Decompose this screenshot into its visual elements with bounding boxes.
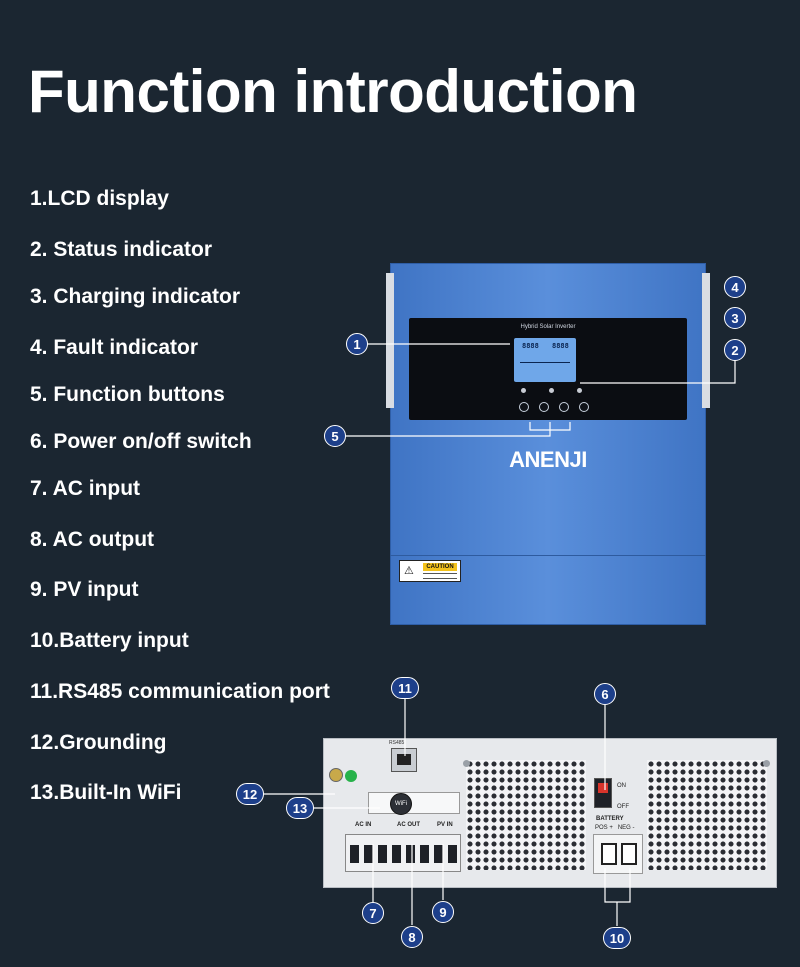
- battery-slot-positive: [601, 843, 617, 865]
- terminal-slot: [350, 845, 359, 863]
- lcd-graphic: [520, 362, 570, 375]
- ac-in-label: AC IN: [355, 822, 372, 828]
- battery-polarity-label: POS + NEG -: [595, 825, 635, 831]
- feature-ac-input: 7. AC input: [30, 477, 141, 500]
- screw: [763, 760, 770, 767]
- grounding-terminal-icon: [329, 768, 343, 782]
- fan-grill-right: [647, 760, 767, 870]
- terminal-slot: [364, 845, 373, 863]
- callout-13: 13: [286, 797, 314, 819]
- screw: [463, 760, 470, 767]
- battery-label: BATTERY: [596, 816, 624, 822]
- function-button-up[interactable]: [539, 402, 549, 412]
- callout-7: 7: [362, 902, 384, 924]
- rj45-socket: [397, 754, 411, 765]
- feature-list: 1.LCD display 2. Status indicator 3. Cha…: [30, 0, 390, 967]
- feature-charging-indicator: 3. Charging indicator: [30, 285, 241, 308]
- callout-11: 11: [391, 677, 419, 699]
- switch-on-label: ON: [617, 783, 626, 789]
- caution-label: CAUTION: [423, 563, 457, 571]
- indicator-led: [549, 388, 554, 393]
- warning-triangle-icon: ⚠: [404, 565, 414, 577]
- rs485-label: RS485: [389, 740, 405, 746]
- callout-3: 3: [724, 307, 746, 329]
- callout-5: 5: [324, 425, 346, 447]
- ground-sticker-icon: [345, 770, 357, 782]
- lcd-readout-left: 8888: [522, 342, 539, 350]
- switch-off-label: OFF: [617, 804, 629, 810]
- terminal-slot: [448, 845, 457, 863]
- terminal-slot: [434, 845, 443, 863]
- feature-fault-indicator: 4. Fault indicator: [30, 336, 199, 359]
- battery-terminal: [593, 834, 643, 874]
- feature-builtin-wifi: 13.Built-In WiFi: [30, 781, 182, 804]
- fan-grill-left: [466, 760, 586, 870]
- callout-8: 8: [401, 926, 423, 948]
- callout-9: 9: [432, 901, 454, 923]
- callout-4: 4: [724, 276, 746, 298]
- terminal-block: [345, 834, 461, 872]
- feature-pv-input: 9. PV input: [30, 578, 139, 601]
- front-side-panel: [386, 273, 394, 408]
- callout-2: 2: [724, 339, 746, 361]
- front-side-panel: [702, 273, 710, 408]
- callout-12: 12: [236, 783, 264, 805]
- feature-rs485-port: 11.RS485 communication port: [30, 680, 330, 703]
- callout-6: 6: [594, 683, 616, 705]
- inverter-back-image: RS485 WiFi AC IN AC OUT PV IN ON OFF BAT…: [323, 738, 777, 888]
- panel-label: Hybrid Solar Inverter: [520, 324, 576, 330]
- brand-logo: ANENJI: [509, 447, 587, 472]
- front-seam: [390, 555, 706, 556]
- terminal-slot: [392, 845, 401, 863]
- battery-slot-negative: [621, 843, 637, 865]
- callout-10: 10: [603, 927, 631, 949]
- callout-1: 1: [346, 333, 368, 355]
- ac-out-label: AC OUT: [397, 822, 420, 828]
- feature-function-buttons: 5. Function buttons: [30, 383, 225, 406]
- terminal-slot: [378, 845, 387, 863]
- page-title: Function introduction: [28, 58, 638, 125]
- terminal-labels: AC IN AC OUT PV IN: [345, 822, 461, 832]
- lcd-screen: 8888 8888: [514, 338, 576, 382]
- indicator-led: [521, 388, 526, 393]
- function-button-down[interactable]: [559, 402, 569, 412]
- caution-sticker: ⚠ CAUTION: [399, 560, 461, 582]
- feature-lcd-display: 1.LCD display: [30, 187, 169, 210]
- inverter-front-image: Hybrid Solar Inverter 8888 8888 ANENJI ⚠…: [386, 263, 710, 625]
- caution-text-lines: [423, 573, 457, 579]
- lcd-readout-right: 8888: [552, 342, 569, 350]
- function-button-enter[interactable]: [579, 402, 589, 412]
- switch-rocker: [598, 783, 608, 793]
- indicator-led: [577, 388, 582, 393]
- rs485-port: [391, 748, 417, 772]
- feature-status-indicator: 2. Status indicator: [30, 238, 213, 261]
- feature-battery-input: 10.Battery input: [30, 629, 189, 652]
- control-panel: Hybrid Solar Inverter 8888 8888: [409, 318, 687, 420]
- wifi-module: WiFi: [390, 793, 412, 815]
- power-switch: [594, 778, 612, 808]
- terminal-slot: [406, 845, 415, 863]
- feature-ac-output: 8. AC output: [30, 528, 155, 551]
- wifi-plate: [368, 792, 460, 814]
- feature-power-switch: 6. Power on/off switch: [30, 430, 252, 453]
- terminal-slot: [420, 845, 429, 863]
- function-button-esc[interactable]: [519, 402, 529, 412]
- feature-grounding: 12.Grounding: [30, 731, 167, 754]
- pv-in-label: PV IN: [437, 822, 453, 828]
